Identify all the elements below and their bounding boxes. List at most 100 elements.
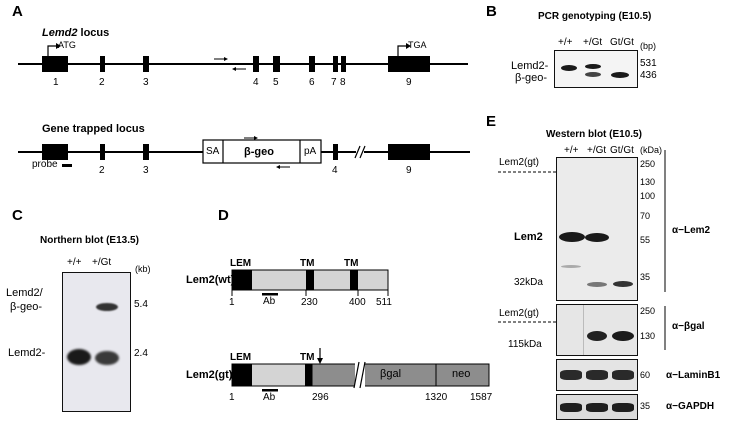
western-blot-laminb1 (556, 359, 638, 391)
gt-tm-label: TM (300, 352, 315, 363)
exon-6-number: 6 (309, 77, 315, 88)
ab-bgal-label: α−βgal (672, 321, 705, 332)
exon-6 (309, 56, 315, 72)
western-blot-bgal (556, 304, 638, 356)
bgal-domain-label: βgal (380, 368, 402, 380)
ab-gapdh-label: α−GAPDH (666, 401, 715, 412)
exon-9-number: 9 (406, 77, 412, 88)
wt-ab-label: Ab (263, 296, 276, 307)
exon-8-number: 8 (340, 77, 346, 88)
exon-5 (273, 56, 280, 72)
w2-marker-130: 130 (640, 331, 656, 341)
wt-lem-label: LEM (230, 258, 252, 269)
w1-marker-130: 130 (640, 177, 656, 187)
pcr-size-436: 436 (640, 70, 657, 81)
northern-blot (62, 272, 131, 412)
w1-marker-70: 70 (640, 211, 651, 221)
western-blot-gapdh (556, 394, 638, 420)
w1-marker-250: 250 (640, 159, 656, 169)
gt-num-1587: 1587 (470, 392, 493, 403)
exon-4-number: 4 (253, 77, 259, 88)
w1-marker-55: 55 (640, 235, 651, 245)
western-lane-2: +/Gt (587, 145, 607, 156)
w3-marker-60: 60 (640, 370, 651, 380)
trap-exon-9-number: 9 (406, 165, 412, 176)
trap-exon-2-number: 2 (99, 165, 105, 176)
pcr-gel (554, 50, 638, 88)
northern-title: Northern blot (E13.5) (40, 235, 139, 246)
kda32-label: 32kDa (514, 277, 543, 288)
wt-protein-label: Lem2(wt) (186, 274, 235, 286)
pcr-lane-2: +/Gt (583, 37, 603, 48)
gt-num-1: 1 (229, 392, 235, 403)
exon-7-number: 7 (331, 77, 337, 88)
pcr-unit: (bp) (640, 41, 657, 51)
northern-lane-2: +/Gt (92, 257, 112, 268)
exon-9 (388, 56, 430, 72)
lem2gt-label-1: Lem2(gt) (499, 157, 540, 168)
exon-5-number: 5 (273, 77, 279, 88)
locus-word: locus (80, 27, 110, 39)
western-blot-lem2 (556, 157, 638, 301)
gt-num-296: 296 (312, 392, 329, 403)
wt-num-400: 400 (349, 297, 366, 308)
exon-1-number: 1 (53, 77, 59, 88)
lem2gt-label-2: Lem2(gt) (499, 308, 540, 319)
beta-geo-label: β-geo (244, 146, 274, 158)
pcr-lane-1: +/+ (558, 37, 573, 48)
wt-tm1-label: TM (300, 258, 315, 269)
sa-label: SA (206, 146, 220, 157)
wt-num-230: 230 (301, 297, 318, 308)
w4-marker-35: 35 (640, 401, 651, 411)
w1-marker-100: 100 (640, 191, 656, 201)
probe-label: probe (32, 159, 58, 170)
exon-2-number: 2 (99, 77, 105, 88)
pcr-lane-3: Gt/Gt (610, 37, 634, 48)
w1-marker-35: 35 (640, 272, 651, 282)
northern-size-54: 5.4 (134, 299, 148, 310)
western-lane-1: +/+ (564, 145, 579, 156)
northern-size-24: 2.4 (134, 348, 148, 359)
exon-8 (341, 56, 346, 72)
wt-num-511: 511 (376, 297, 392, 308)
tga-label: TGA (408, 40, 427, 50)
panel-label-e: E (486, 113, 497, 130)
trapped-locus-title: Gene trapped locus (42, 123, 145, 135)
northern-label-lemd2: Lemd2- (8, 347, 46, 359)
gene-name: Lemd2 (42, 27, 78, 39)
exon-2 (100, 56, 105, 72)
exon-4 (253, 56, 259, 72)
western-title: Western blot (E10.5) (546, 129, 642, 140)
pcr-size-531: 531 (640, 58, 657, 69)
gt-num-1320: 1320 (425, 392, 448, 403)
western-lane-3: Gt/Gt (610, 145, 634, 156)
kda115-label: 115kDa (508, 339, 542, 350)
wt-num-1: 1 (229, 297, 235, 308)
pcr-label-lemd2: Lemd2- (511, 60, 549, 72)
pcr-title: PCR genotyping (E10.5) (538, 11, 652, 22)
exon-1 (42, 56, 68, 72)
trap-exon-3-number: 3 (143, 165, 149, 176)
ab-laminb1-label: α−LaminB1 (666, 370, 721, 381)
gt-ab-label: Ab (263, 392, 276, 403)
panel-label-b: B (486, 3, 497, 20)
pa-label: pA (304, 146, 317, 157)
panel-label-d: D (218, 207, 229, 224)
northern-label-lemd2-bgeo: Lemd2/ (6, 287, 43, 299)
ab-lem2-label: α−Lem2 (672, 225, 711, 236)
exon-3 (143, 56, 149, 72)
locus-title: Lemd2 locus (42, 28, 109, 39)
lem2-band-label: Lem2 (514, 231, 543, 243)
neo-domain-label: neo (452, 368, 471, 380)
panel-label-c: C (12, 207, 23, 224)
northern-lane-1: +/+ (67, 257, 82, 268)
exon-7 (333, 56, 338, 72)
pcr-label-bgeo: β-geo- (515, 72, 548, 84)
trap-exon-4-number: 4 (332, 165, 338, 176)
northern-unit: (kb) (135, 264, 151, 274)
exon-3-number: 3 (143, 77, 149, 88)
atg-label: ATG (58, 40, 76, 50)
w2-marker-250: 250 (640, 306, 656, 316)
wt-tm2-label: TM (344, 258, 359, 269)
